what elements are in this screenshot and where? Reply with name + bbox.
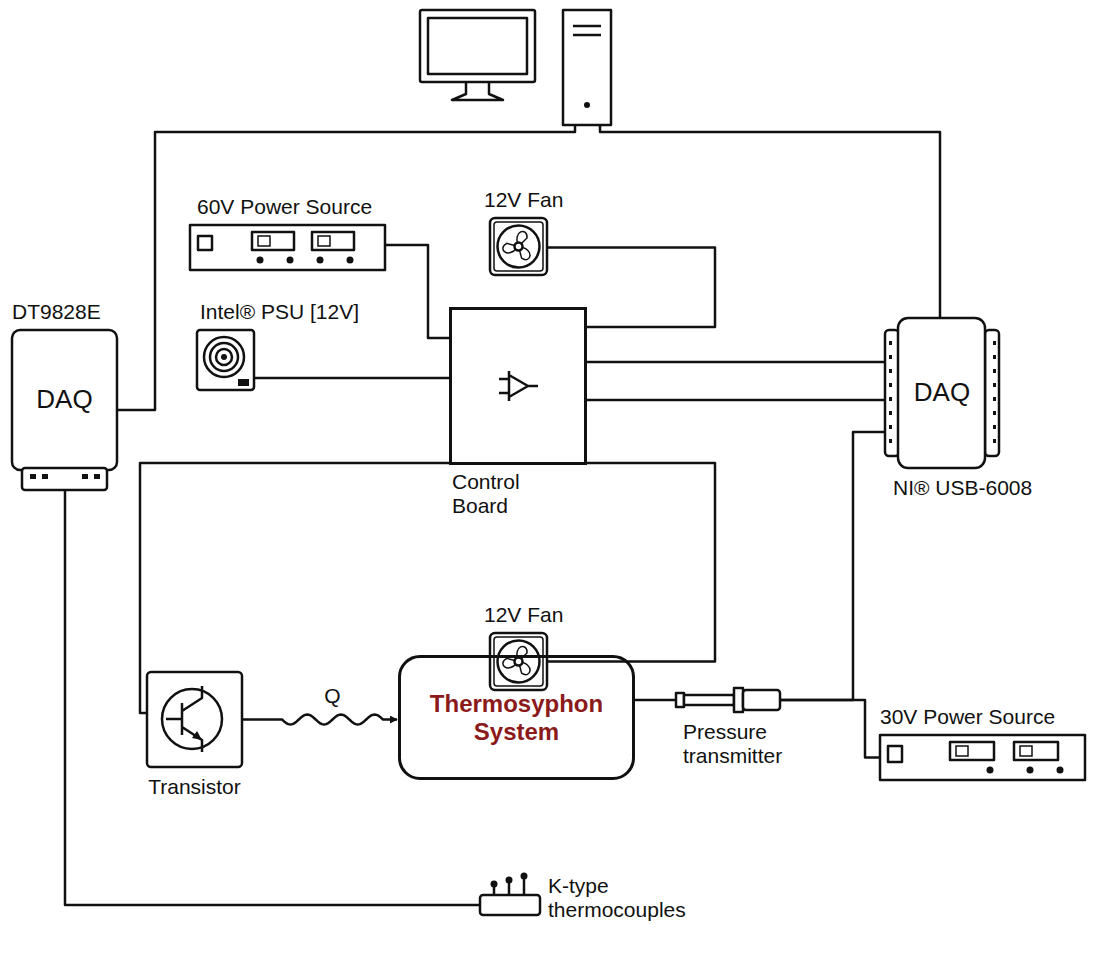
wire: [587, 399, 885, 402]
daq-unit: DT9828EDAQ: [12, 330, 117, 470]
node-label: Thermosyphon System: [401, 658, 632, 777]
pressure-transmitter-icon: [676, 688, 780, 712]
power-source-icon: [880, 735, 1085, 780]
wire: [635, 699, 676, 702]
node-label: Intel® PSU [12V]: [200, 300, 359, 324]
node-label: DAQ: [885, 318, 999, 468]
wire: [587, 361, 885, 364]
wire: [780, 700, 880, 758]
transistor-icon: [147, 672, 242, 767]
node-label: Pressure transmitter: [683, 720, 808, 768]
wire: [547, 463, 715, 662]
flow-label: Q: [322, 685, 342, 706]
heat-arrow: [242, 715, 397, 725]
node-label: NI® USB-6008: [893, 476, 1032, 500]
power-supply: Intel® PSU [12V]: [197, 330, 254, 390]
wire: [254, 377, 449, 380]
thermocouple-icon: [480, 873, 540, 916]
node-label: 30V Power Source: [880, 705, 1055, 729]
thermosyphon-box: Thermosyphon System: [398, 655, 635, 780]
amplifier-symbol: [499, 371, 538, 401]
fan-icon: [490, 218, 547, 275]
wire: [780, 432, 885, 700]
psu-icon: [197, 330, 254, 390]
power-source-icon: [190, 225, 385, 270]
power-source: 60V Power Source: [190, 225, 385, 270]
transistor-module: Transistor: [147, 672, 242, 767]
wire: [65, 470, 480, 905]
usb-wire: [117, 125, 575, 410]
pressure-transmitter: Pressure transmitter: [676, 686, 780, 714]
usb-wire: [600, 125, 940, 318]
wire: [547, 248, 715, 328]
node-label: 12V Fan: [484, 603, 563, 627]
fan: 12V Fan: [490, 633, 547, 690]
node-label: K-type thermocouples: [548, 874, 703, 922]
node-label: Transistor: [148, 775, 241, 799]
node-label: 12V Fan: [484, 188, 563, 212]
node-label: DT9828E: [12, 300, 101, 324]
computer-icon: [420, 10, 611, 125]
wire: [385, 245, 449, 338]
computer-wires: [117, 125, 940, 410]
thermocouple-connector: K-type thermocouples: [480, 878, 540, 915]
daq-housing: [12, 330, 117, 490]
power-source: 30V Power Source: [880, 735, 1085, 780]
node-label: Control Board: [452, 470, 544, 518]
node-label: 60V Power Source: [197, 195, 372, 219]
daq-unit: DAQNI® USB-6008: [885, 318, 999, 468]
usb-daq-housing: [885, 318, 999, 468]
fan-icon: [490, 633, 547, 690]
node-label: DAQ: [12, 330, 117, 470]
fan: 12V Fan: [490, 218, 547, 275]
control-board: Control Board: [449, 307, 587, 465]
